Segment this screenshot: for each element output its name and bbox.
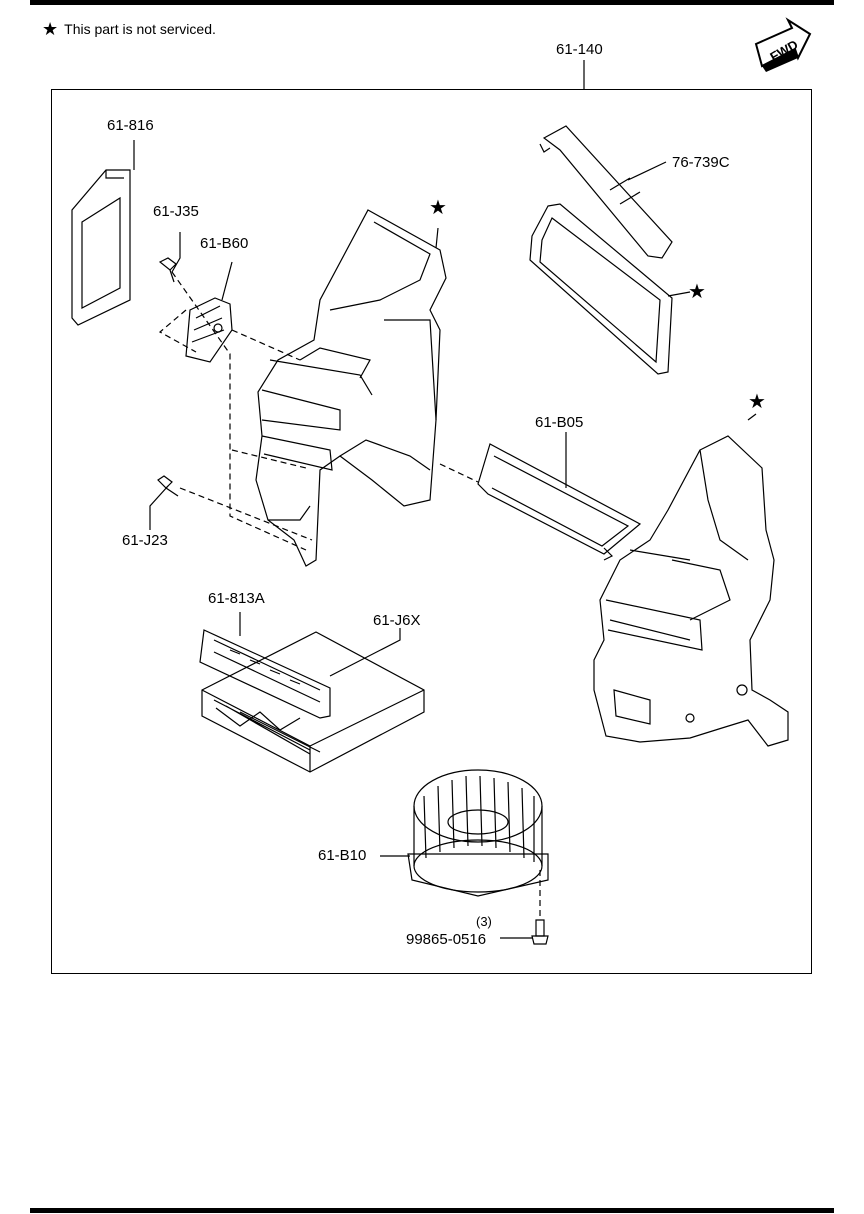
part-label-61-813A[interactable]: 61-813A	[208, 590, 265, 607]
part-label-61-816[interactable]: 61-816	[107, 117, 154, 134]
part-label-99865-0516[interactable]: 99865-0516	[406, 931, 487, 948]
note-text: This part is not serviced.	[64, 21, 216, 37]
case-half-left-drawing	[255, 209, 447, 567]
part-label-61-J6X[interactable]: 61-J6X	[373, 612, 421, 629]
fwd-arrow-icon: FWD	[748, 14, 820, 79]
star-icon: ★	[42, 19, 59, 39]
diagram-frame	[51, 89, 812, 974]
cabin-filter-drawing	[201, 628, 425, 773]
seal-ring-drawing	[529, 203, 691, 375]
filter-cover-drawing	[199, 612, 331, 719]
assembly-label[interactable]: 61-140	[556, 41, 603, 58]
not-serviced-star-icon: ★	[688, 281, 706, 303]
part-label-61-B60[interactable]: 61-B60	[200, 235, 249, 252]
part-label-61-J35[interactable]: 61-J35	[153, 203, 199, 220]
screw-j23-drawing	[149, 475, 179, 530]
bottom-rule	[30, 1208, 834, 1213]
part-label-76-739C[interactable]: 76-739C	[672, 154, 730, 171]
screw-j35-drawing	[158, 232, 181, 283]
part-label-61-B10[interactable]: 61-B10	[318, 847, 367, 864]
not-serviced-star-icon: ★	[748, 391, 766, 413]
top-rule	[30, 0, 834, 5]
not-serviced-star-icon: ★	[429, 197, 447, 219]
part-quantity-99865-0516: (3)	[476, 914, 492, 929]
foam-seal-drawing	[539, 125, 673, 259]
case-half-right-drawing	[593, 413, 789, 747]
filter-frame-drawing	[477, 432, 642, 561]
not-serviced-note: ★ This part is not serviced.	[42, 20, 216, 38]
part-label-61-B05[interactable]: 61-B05	[535, 414, 584, 431]
gasket-frame-drawing	[71, 140, 135, 326]
blower-motor-drawing	[380, 769, 549, 897]
screw-99865-drawing	[500, 919, 549, 945]
part-label-61-J23[interactable]: 61-J23	[122, 532, 168, 549]
